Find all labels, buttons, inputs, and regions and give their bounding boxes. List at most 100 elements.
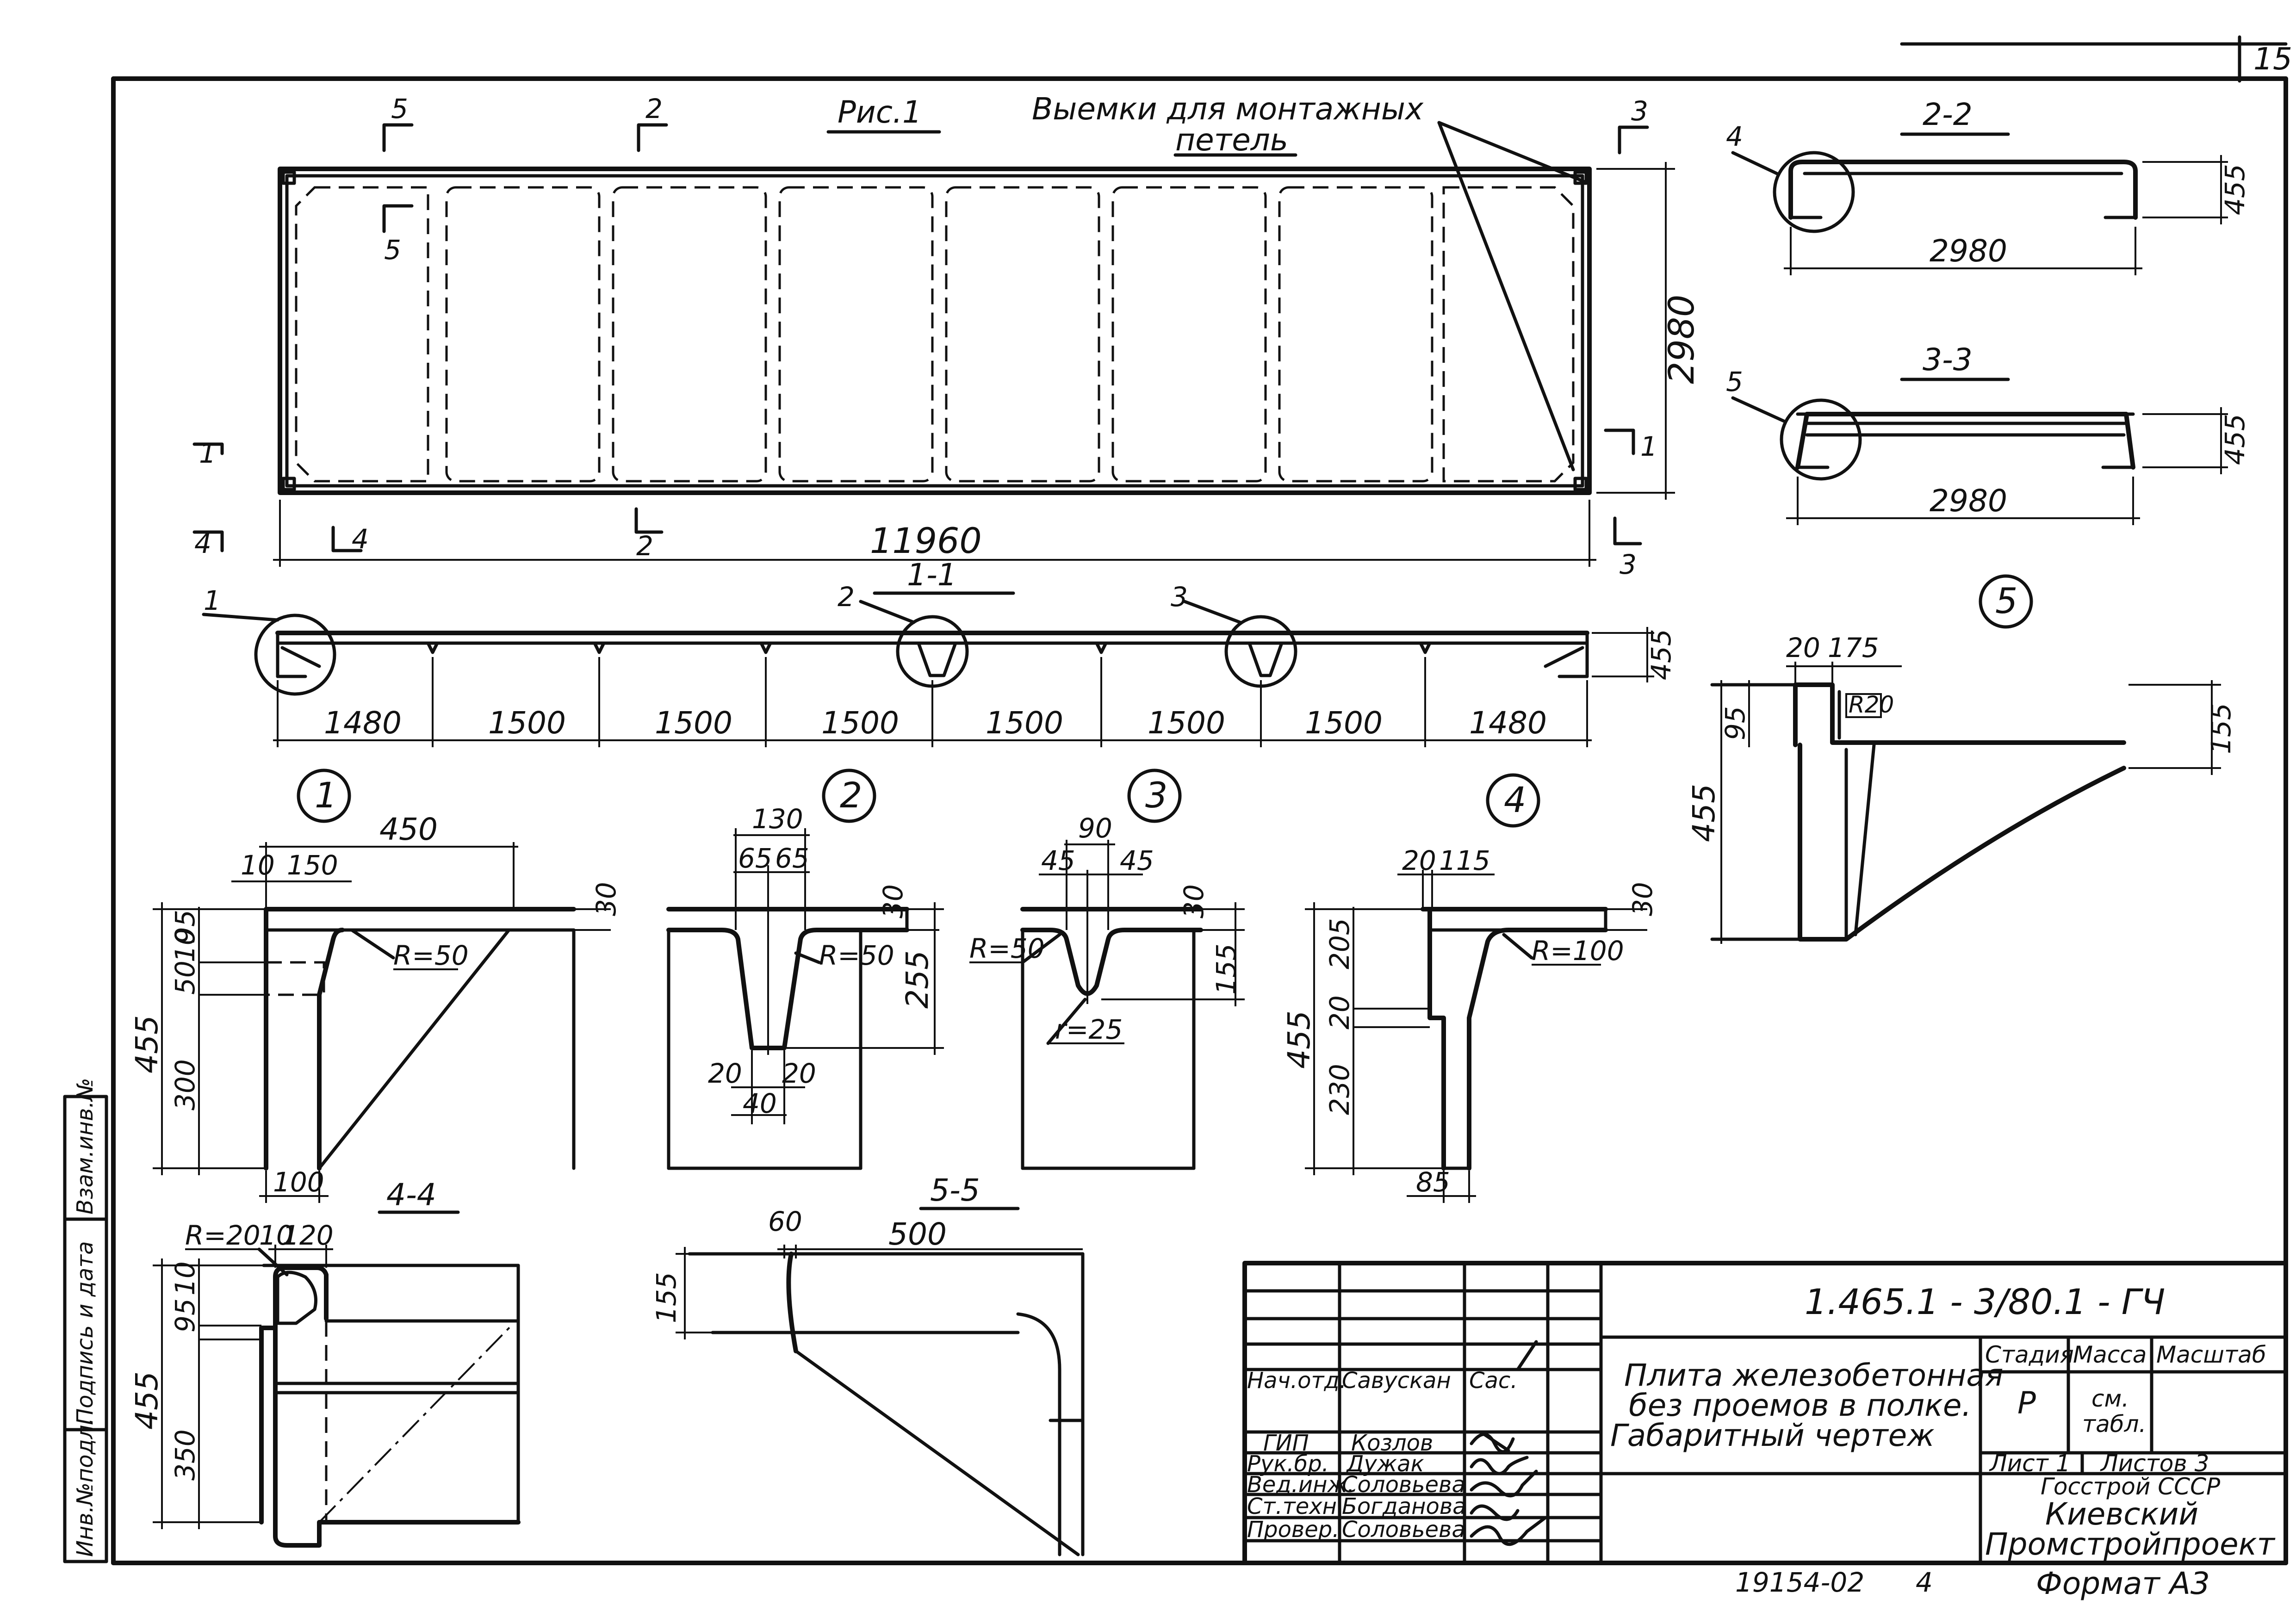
detail-2-d65b: 65 bbox=[775, 843, 809, 874]
dim-1-1-b: 1500 bbox=[488, 705, 566, 741]
sign-1: Сас. bbox=[1469, 1368, 1518, 1394]
detail-5-d455: 455 bbox=[1686, 784, 1722, 842]
marker-1-left: 1 bbox=[199, 438, 216, 469]
stamp-podpis: Подпись и дата bbox=[72, 1241, 98, 1425]
detail-3-d90: 90 bbox=[1078, 812, 1112, 844]
detail-4-d20b: 20 bbox=[1324, 995, 1355, 1029]
plan-panels bbox=[295, 186, 1575, 483]
detail-4-d455: 455 bbox=[1281, 1010, 1317, 1069]
stamp-vzam: Взам.инв.№ bbox=[72, 1078, 98, 1215]
plan-dim-width: 2980 bbox=[1661, 295, 1702, 384]
detail-2-d255: 255 bbox=[900, 950, 935, 1009]
detail-3-d30: 30 bbox=[1178, 884, 1210, 918]
description-line1: Плита железобетонная bbox=[1624, 1357, 2004, 1393]
section-5-5-d500: 500 bbox=[888, 1216, 947, 1252]
detail-5-d20: 20 bbox=[1786, 632, 1820, 663]
section-5-5-d155: 155 bbox=[651, 1272, 682, 1323]
plan-title: Рис.1 bbox=[838, 94, 922, 130]
detail-5-r: R20 bbox=[1849, 691, 1894, 718]
name-5: Богданова bbox=[1342, 1494, 1466, 1519]
detail-1-d95: 95 bbox=[169, 910, 201, 944]
section-1-1-title: 1-1 bbox=[907, 557, 957, 593]
description-line3: Габаритный чертеж bbox=[1610, 1418, 1935, 1453]
marker-2-top: 2 bbox=[645, 93, 663, 124]
name-1: Савускан bbox=[1342, 1368, 1451, 1394]
section-4-4-d120: 120 bbox=[282, 1220, 334, 1251]
plan-section-markers: 5 5 2 2 3 3 1 1 4 4 bbox=[192, 93, 1657, 580]
detail-1-d100: 100 bbox=[273, 1166, 324, 1198]
section-2-2-width: 2980 bbox=[1930, 233, 2007, 269]
callout-1: 1 bbox=[204, 585, 221, 616]
dim-1-1-f: 1500 bbox=[1148, 705, 1225, 741]
detail-2-d130: 130 bbox=[752, 803, 803, 835]
footer-left: 19154-02 bbox=[1735, 1567, 1864, 1598]
marker-3-top: 3 bbox=[1631, 95, 1648, 127]
plan-note-line1: Выемки для монтажных bbox=[1032, 91, 1424, 127]
role-6: Провер. bbox=[1247, 1517, 1339, 1543]
sheet-number: 15 bbox=[2253, 41, 2292, 77]
name-3: Дужак bbox=[1346, 1451, 1424, 1477]
detail-2-d40: 40 bbox=[743, 1088, 777, 1119]
section-1-1: 1-1 1 2 3 bbox=[202, 557, 1677, 747]
marker-5-top: 5 bbox=[391, 93, 408, 124]
detail-3-r: R=50 bbox=[969, 933, 1045, 964]
callout-3: 3 bbox=[1171, 581, 1188, 613]
stage-header: Стадия bbox=[1985, 1341, 2074, 1368]
stage-value: Р bbox=[2017, 1385, 2036, 1421]
description-line2: без проемов в полке. bbox=[1629, 1388, 1972, 1423]
sheet-label: Лист 1 bbox=[1989, 1450, 2070, 1477]
scale-header: Масштаб bbox=[2156, 1341, 2266, 1368]
marker-3-bottom: 3 bbox=[1620, 549, 1637, 580]
section-4-4-d10b: 10 bbox=[169, 1261, 201, 1295]
detail-2-d20b: 20 bbox=[782, 1058, 816, 1089]
section-3-3-title: 3-3 bbox=[1923, 342, 1973, 378]
callout-2: 2 bbox=[838, 581, 855, 613]
dim-1-1-g: 1500 bbox=[1305, 705, 1383, 741]
detail-3-d45b: 45 bbox=[1120, 845, 1154, 876]
section-4-4-title: 4-4 bbox=[386, 1177, 436, 1213]
detail-1-d450: 450 bbox=[379, 812, 438, 847]
detail-3-d155: 155 bbox=[1210, 943, 1242, 995]
footer-middle: 4 bbox=[1916, 1567, 1933, 1598]
section-2-2-callout: 4 bbox=[1726, 121, 1743, 152]
detail-2-d30: 30 bbox=[877, 884, 909, 918]
org-line3: Промстройпроект bbox=[1985, 1526, 2276, 1562]
dim-1-1-e: 1500 bbox=[986, 705, 1063, 741]
dim-1-1-height: 455 bbox=[1645, 629, 1677, 680]
marker-1-right: 1 bbox=[1640, 431, 1657, 462]
plan-dim-length: 11960 bbox=[870, 520, 982, 561]
marker-4-bottom: 4 bbox=[352, 523, 369, 555]
section-3-3-height: 455 bbox=[2219, 414, 2251, 465]
detail-2-label: 2 bbox=[840, 775, 862, 816]
detail-1: 1 450 10 150 30 455 50 10 95 300 R=50 10… bbox=[129, 769, 622, 1203]
detail-1-r: R=50 bbox=[393, 940, 469, 971]
name-6: Соловьева bbox=[1342, 1517, 1465, 1543]
detail-5-d155: 155 bbox=[2205, 703, 2237, 754]
detail-1-d50: 50 bbox=[169, 961, 201, 995]
detail-3-d45a: 45 bbox=[1041, 845, 1075, 876]
detail-1-d150: 150 bbox=[287, 849, 338, 881]
mass-value-line2: табл. bbox=[2082, 1411, 2146, 1438]
org-line1: Госстрой СССР bbox=[2041, 1473, 2221, 1500]
plan-note-line2: петель bbox=[1175, 122, 1288, 158]
side-stamp: Инв.№подл. Подпись и дата Взам.инв.№ bbox=[63, 1078, 108, 1563]
detail-2: 2 130 65 65 30 255 R=50 20 20 40 bbox=[666, 769, 944, 1170]
role-3: Рук.бр. bbox=[1247, 1451, 1329, 1477]
section-5-5-title: 5-5 bbox=[930, 1172, 980, 1208]
section-3-3: 3-3 5 455 2980 bbox=[1726, 342, 2251, 525]
dim-1-1-c: 1500 bbox=[655, 705, 732, 741]
name-2: Козлов bbox=[1351, 1430, 1433, 1456]
detail-1-d10: 10 bbox=[241, 849, 275, 881]
detail-2-d20a: 20 bbox=[708, 1058, 742, 1089]
detail-4-d205: 205 bbox=[1324, 918, 1355, 969]
section-2-2-title: 2-2 bbox=[1923, 97, 1973, 132]
org-line2: Киевский bbox=[2045, 1496, 2198, 1532]
section-4-4-d455: 455 bbox=[129, 1371, 165, 1430]
section-3-3-callout: 5 bbox=[1726, 366, 1743, 397]
mass-value-line1: см. bbox=[2091, 1385, 2129, 1412]
footer: 19154-02 4 Формат А3 bbox=[1735, 1566, 2210, 1601]
section-2-2-height: 455 bbox=[2219, 164, 2251, 215]
detail-1-d30: 30 bbox=[590, 882, 622, 916]
marker-5-inner: 5 bbox=[384, 234, 401, 266]
